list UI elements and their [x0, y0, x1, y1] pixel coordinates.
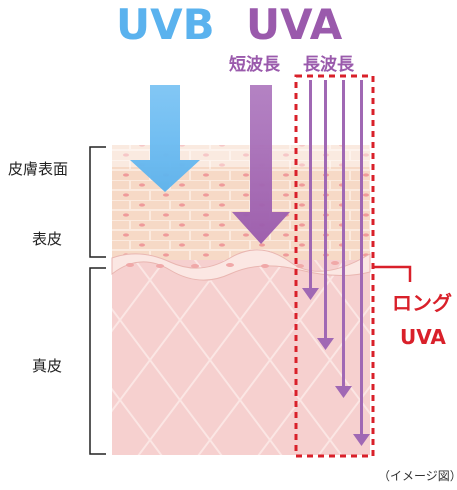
uvb-title: UVB	[116, 0, 215, 49]
layer-brackets	[89, 146, 106, 455]
image-note: （イメージ図）	[378, 469, 457, 483]
basal-cells	[126, 261, 339, 268]
dermis-bracket	[89, 267, 106, 455]
epidermis-label: 表皮	[32, 230, 63, 248]
uva-long-wavelength-label: 長波長	[303, 55, 354, 75]
skin-surface-label: 皮膚表面	[8, 160, 69, 178]
uva-title: UVA	[246, 0, 343, 49]
long-uva-callout-line	[374, 265, 412, 282]
uvb-arrow	[130, 85, 200, 192]
long-uva-callout-line1: ロング	[392, 291, 452, 315]
long-uva-callout-line2: UVA	[400, 325, 446, 349]
uva-short-arrow	[232, 85, 290, 244]
uva-long-arrows	[302, 80, 370, 446]
uva-short-wavelength-label: 短波長	[229, 55, 280, 75]
epidermis-bracket	[89, 146, 106, 258]
skin-cross-section	[111, 145, 371, 455]
dermis-layer	[112, 255, 370, 455]
basal-layer	[111, 249, 371, 281]
long-uva-highlight-box	[294, 74, 375, 458]
dermis-label: 真皮	[32, 357, 63, 375]
